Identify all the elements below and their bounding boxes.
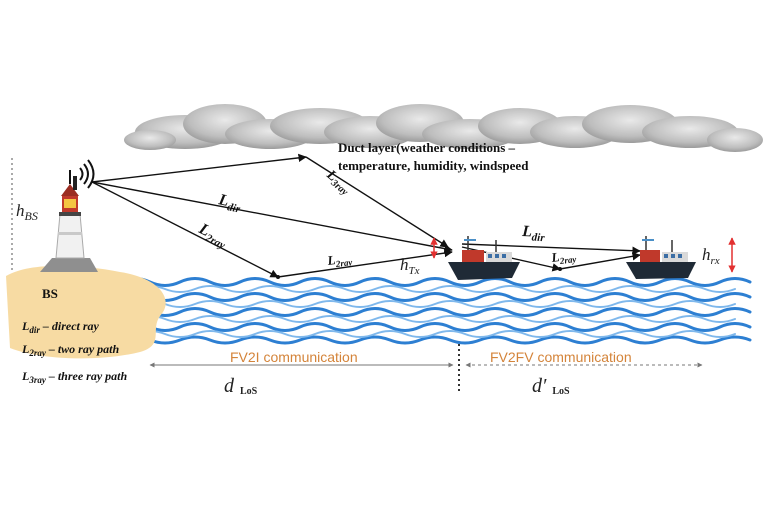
fv2fv-label: FV2FV communication xyxy=(490,349,632,365)
ray-3ray-down xyxy=(305,156,449,248)
duct-clouds xyxy=(124,104,763,152)
lighthouse-base-station xyxy=(40,170,98,272)
legend-l3ray: L3ray – three ray path xyxy=(21,369,128,385)
ray-paths xyxy=(91,153,641,278)
duct-layer-label-line2: temperature, humidity, windspeed xyxy=(338,158,529,173)
legend-l2ray: L2ray – two ray path xyxy=(21,342,120,358)
htx-label: hTx xyxy=(400,255,420,277)
ray-direct xyxy=(91,181,453,253)
ray-legend: Ldir – direct ray L2ray – two ray path L… xyxy=(21,319,128,385)
fv2i-label: FV2I communication xyxy=(230,349,358,365)
sea-waves xyxy=(118,277,752,345)
bs-label: BS xyxy=(42,286,58,301)
sand-island xyxy=(6,265,166,359)
hrx-label: hrx xyxy=(702,245,720,267)
label-ldir-ship: Ldir xyxy=(521,223,546,244)
label-ldir-main: Ldir xyxy=(216,191,244,216)
duct-layer-label-line1: Duct layer(weather conditions – xyxy=(338,140,516,155)
fishing-vessel-rx xyxy=(626,236,696,279)
legend-ldir: Ldir – direct ray xyxy=(21,319,100,335)
ray-2ray-down xyxy=(91,181,279,278)
ray-ship-2ray-up xyxy=(559,252,641,270)
antenna-signal-icon xyxy=(79,159,95,189)
dprime-los-label: d′LoS xyxy=(532,375,570,397)
ray-2ray-up xyxy=(277,248,453,278)
label-l2ray-reflected: L2ray xyxy=(326,250,354,270)
ray-3ray-up xyxy=(91,153,307,183)
bs-height-label: hBS xyxy=(16,201,38,223)
label-l2ray-ship: L2ray xyxy=(550,247,578,267)
ray-ship-direct xyxy=(461,243,641,255)
label-l2ray-main: L2ray xyxy=(194,220,231,252)
fishing-vessel-tx xyxy=(448,236,520,280)
sea-waves-light xyxy=(134,285,736,338)
